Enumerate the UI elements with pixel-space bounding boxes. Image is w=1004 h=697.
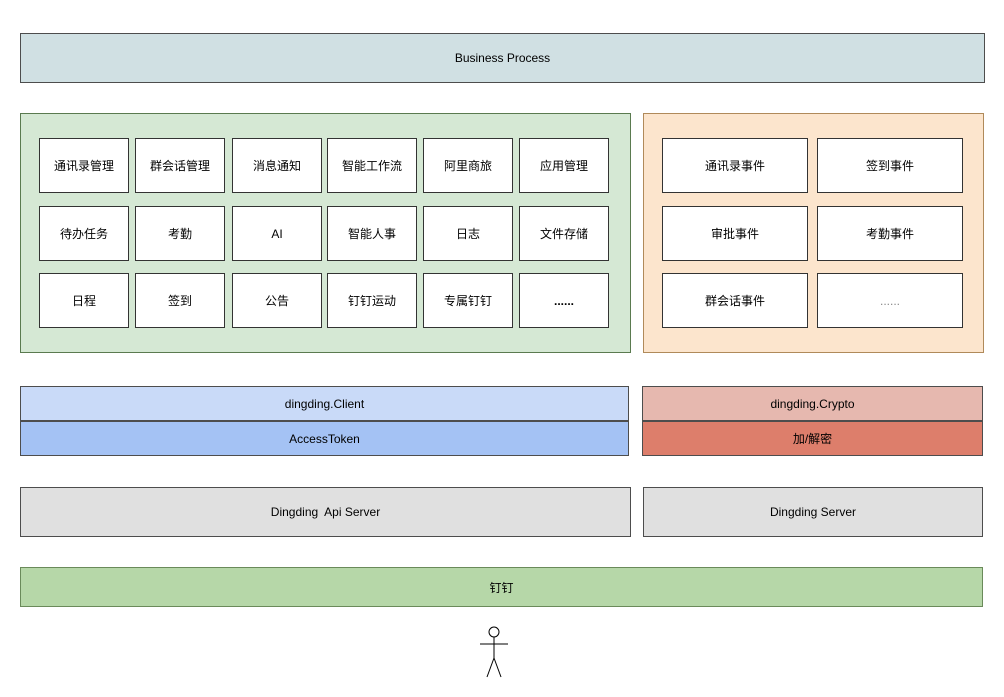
- api-server-box: Dingding Api Server: [20, 487, 631, 537]
- api-module-cell: 签到: [135, 273, 225, 328]
- api-module-cell: 阿里商旅: [423, 138, 513, 193]
- api-module-cell: 消息通知: [232, 138, 322, 193]
- crypto-label: dingding.Crypto: [770, 396, 855, 411]
- event-cell: 签到事件: [817, 138, 963, 193]
- dingding-server-box: Dingding Server: [643, 487, 983, 537]
- api-module-cell: 文件存储: [519, 206, 609, 261]
- api-module-cell: 待办任务: [39, 206, 129, 261]
- api-module-cell: 日志: [423, 206, 513, 261]
- api-module-cell: 通讯录管理: [39, 138, 129, 193]
- api-module-cell: 专属钉钉: [423, 273, 513, 328]
- encrypt-layer: 加/解密: [642, 421, 983, 456]
- api-module-cell: 智能人事: [327, 206, 417, 261]
- event-cell: 群会话事件: [662, 273, 808, 328]
- api-module-cell: 钉钉运动: [327, 273, 417, 328]
- api-module-cell: 智能工作流: [327, 138, 417, 193]
- api-module-cell: 应用管理: [519, 138, 609, 193]
- access-token-label: AccessToken: [289, 431, 360, 446]
- api-module-cell: AI: [232, 206, 322, 261]
- events-panel: 通讯录事件签到事件审批事件考勤事件群会话事件......: [643, 113, 984, 353]
- api-module-cell: ......: [519, 273, 609, 328]
- user-actor-icon: [480, 626, 508, 678]
- business-process-label: Business Process: [454, 51, 551, 65]
- business-process-bar: Business Process: [20, 33, 985, 83]
- dingtalk-label: 钉钉: [489, 580, 514, 595]
- api-module-cell: 考勤: [135, 206, 225, 261]
- dingding-server-label: Dingding Server: [769, 505, 857, 519]
- crypto-layer: dingding.Crypto: [642, 386, 983, 421]
- client-label: dingding.Client: [284, 396, 365, 411]
- event-cell: 通讯录事件: [662, 138, 808, 193]
- api-module-cell: 群会话管理: [135, 138, 225, 193]
- client-layer: dingding.Client: [20, 386, 629, 421]
- event-cell: 审批事件: [662, 206, 808, 261]
- api-module-cell: 日程: [39, 273, 129, 328]
- api-server-label: Dingding Api Server: [270, 505, 381, 519]
- dingtalk-bar: 钉钉: [20, 567, 983, 607]
- encrypt-label: 加/解密: [792, 432, 833, 446]
- event-cell: ......: [817, 273, 963, 328]
- api-module-cell: 公告: [232, 273, 322, 328]
- event-cell: 考勤事件: [817, 206, 963, 261]
- access-token-layer: AccessToken: [20, 421, 629, 456]
